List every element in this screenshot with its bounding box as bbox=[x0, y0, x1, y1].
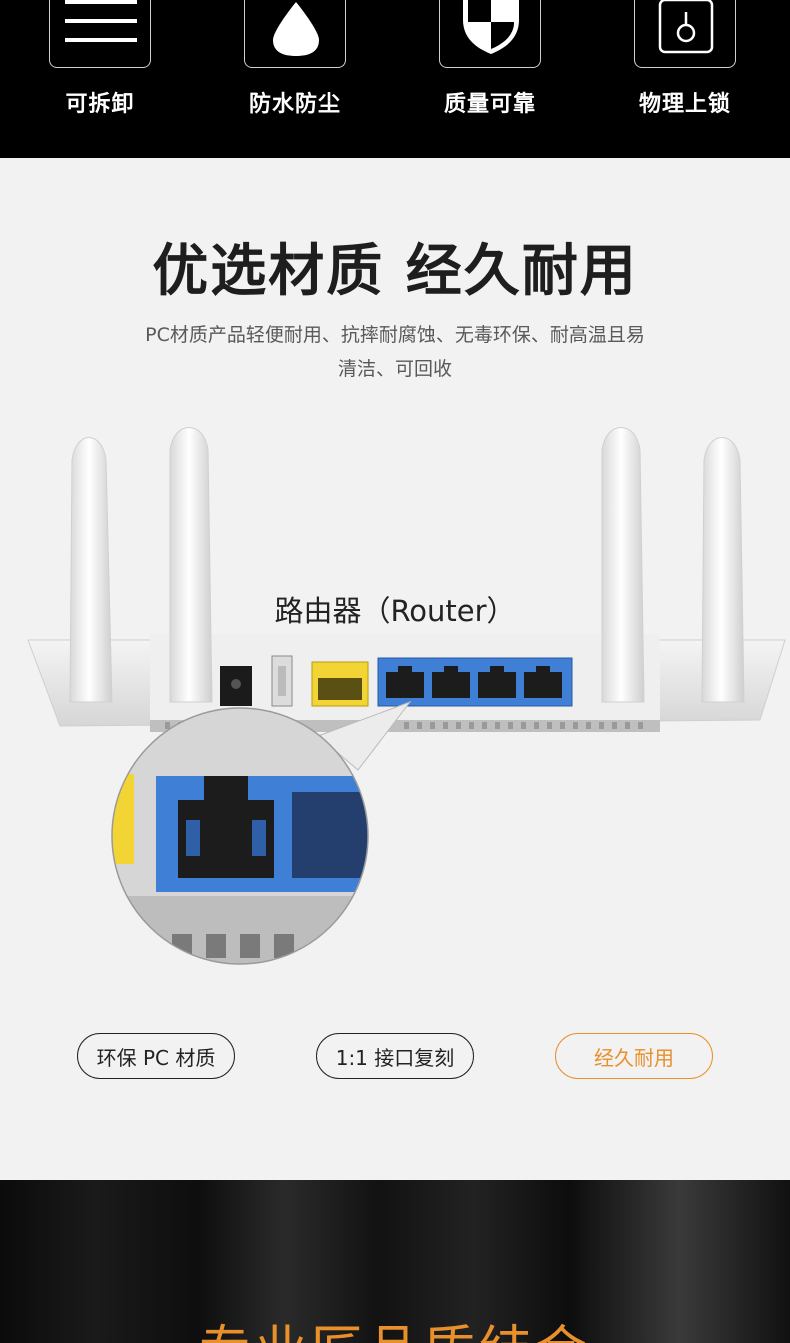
feature-label: 可拆卸 bbox=[65, 92, 135, 117]
water-drop-icon bbox=[273, 2, 319, 56]
feature-icon-frame bbox=[49, 0, 151, 68]
router-image bbox=[27, 427, 786, 965]
feature-icon-frame bbox=[634, 0, 736, 68]
lock-hook-icon bbox=[658, 0, 714, 54]
feature-band: 可拆卸 防水防尘 质量可靠 物理上锁 bbox=[0, 0, 790, 158]
feature-removable: 可拆卸 bbox=[40, 0, 160, 118]
feature-label: 防水防尘 bbox=[248, 92, 341, 117]
section-title: 优选材质 经久耐用 bbox=[152, 239, 638, 304]
feature-label: 质量可靠 bbox=[443, 92, 536, 117]
feature-label: 物理上锁 bbox=[638, 92, 731, 117]
tag-port-replica[interactable]: 1:1 接口复刻 bbox=[316, 1033, 474, 1079]
feature-reliable: 质量可靠 bbox=[430, 0, 550, 118]
description-line-2: 清洁、可回收 bbox=[337, 358, 452, 380]
tag-durable[interactable]: 经久耐用 bbox=[555, 1033, 713, 1079]
tag-eco-pc[interactable]: 环保 PC 材质 bbox=[77, 1033, 235, 1079]
feature-icon-frame bbox=[244, 0, 346, 68]
router-caption: 路由器（Router） bbox=[274, 594, 516, 628]
bottom-title: 专业匠品质结合 bbox=[0, 1308, 790, 1343]
feature-lock: 物理上锁 bbox=[625, 0, 745, 118]
bottom-banner: 专业匠品质结合 bbox=[0, 1180, 790, 1343]
feature-waterproof: 防水防尘 bbox=[235, 0, 355, 118]
section-description: PC材质产品轻便耐用、抗摔耐腐蚀、无毒环保、耐高温且易 清洁、可回收 bbox=[110, 318, 680, 386]
feature-icon-frame bbox=[439, 0, 541, 68]
menu-lines-icon bbox=[65, 0, 137, 42]
router-illustration bbox=[0, 420, 790, 980]
feature-tags: 环保 PC 材质 1:1 接口复刻 经久耐用 bbox=[0, 1033, 790, 1081]
description-line-1: PC材质产品轻便耐用、抗摔耐腐蚀、无毒环保、耐高温且易 bbox=[145, 324, 645, 346]
shield-icon bbox=[463, 0, 519, 54]
